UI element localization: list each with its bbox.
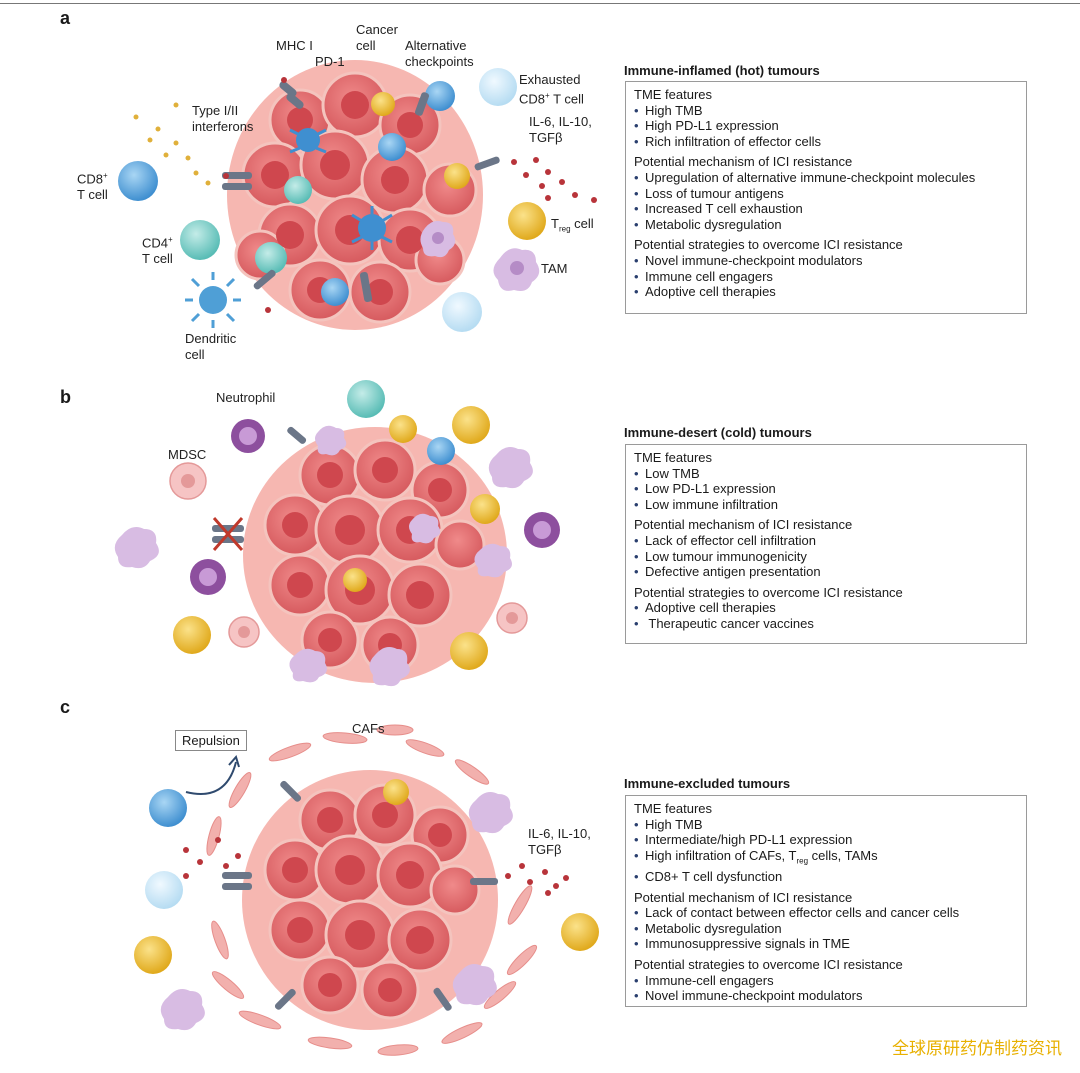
heading-hot: Immune-inflamed (hot) tumours (624, 63, 820, 78)
list-item: Novel immune-checkpoint modulators (634, 253, 1018, 269)
label-cytokines-c: IL-6, IL-10, TGFβ (528, 826, 591, 857)
list-item: High infiltration of CAFs, Treg cells, T… (634, 848, 1018, 869)
label-repulsion: Repulsion (175, 730, 247, 751)
list-item: Therapeutic cancer vaccines (634, 616, 1018, 632)
label-cytokines-a: IL-6, IL-10, TGFβ (529, 114, 592, 145)
label-cd4: CD4+T cell (142, 235, 173, 267)
dendritic-cell (185, 272, 241, 328)
list-item: Adoptive cell therapies (634, 600, 1018, 616)
section-title: Potential mechanism of ICI resistance (634, 154, 853, 170)
top-rule (0, 3, 1080, 4)
list-item: Defective antigen presentation (634, 564, 1018, 580)
list-item: Loss of tumour antigens (634, 186, 1018, 202)
label-mhc1: MHC I (276, 38, 313, 53)
list-item: Immune cell engagers (634, 269, 1018, 285)
label-dendritic: Dendritic cell (185, 331, 237, 362)
list-item: Novel immune-checkpoint modulators (634, 988, 1018, 1004)
label-mdsc: MDSC (168, 447, 207, 462)
list-item: Low TMB (634, 466, 1018, 482)
section-title: TME features (634, 450, 713, 465)
list-item: Immunosuppressive signals in TME (634, 936, 1018, 952)
tumour-mass (243, 427, 507, 683)
list-item: Lack of contact between effector cells a… (634, 905, 1018, 921)
list-item: Metabolic dysregulation (634, 217, 1018, 233)
label-cancer-cell: Cancer cell (356, 22, 398, 53)
panel-letter-c: c (60, 697, 71, 717)
desert-tumour-illustration (114, 380, 560, 687)
label-treg: Treg cell (551, 216, 594, 234)
section-title: Potential strategies to overcome ICI res… (634, 956, 903, 972)
section-title: TME features (634, 801, 713, 816)
section-title: Potential mechanism of ICI resistance (634, 889, 853, 905)
tumour-mass (242, 770, 498, 1030)
list-item: Intermediate/high PD-L1 expression (634, 832, 1018, 848)
panel-letter-b: b (60, 387, 71, 407)
label-tam: TAM (541, 261, 568, 276)
list-item: Metabolic dysregulation (634, 921, 1018, 937)
info-box-excluded: TME features High TMB Intermediate/high … (625, 795, 1027, 1007)
tam-cell (493, 248, 540, 291)
section-title: Potential mechanism of ICI resistance (634, 517, 853, 533)
label-cd8: CD8+T cell (77, 171, 108, 203)
watermark: 全球原研药仿制药资讯 (892, 1039, 1062, 1058)
label-alt-checkpoints: Alternative checkpoints (405, 38, 474, 69)
list-item: Upregulation of alternative immune-check… (634, 170, 1018, 186)
section-title: Potential strategies to overcome ICI res… (634, 584, 903, 600)
tam-cell-2 (420, 220, 456, 258)
heading-excluded: Immune-excluded tumours (624, 776, 791, 791)
list-item: High PD-L1 expression (634, 118, 1018, 134)
inflamed-tumour-illustration (118, 60, 597, 332)
list-item: Low PD-L1 expression (634, 481, 1018, 497)
label-neutrophil: Neutrophil (216, 390, 276, 405)
list-item: Rich infiltration of effector cells (634, 134, 1018, 150)
info-box-hot: TME features High TMB High PD-L1 express… (625, 81, 1027, 314)
excluded-tumour-illustration (134, 724, 599, 1056)
list-item: Low tumour immunogenicity (634, 549, 1018, 565)
info-box-cold: TME features Low TMB Low PD-L1 expressio… (625, 444, 1027, 644)
list-item: Immune-cell engagers (634, 973, 1018, 989)
panel-letter-a: a (60, 8, 71, 28)
heading-cold: Immune-desert (cold) tumours (624, 425, 812, 440)
list-item: Low immune infiltration (634, 497, 1018, 513)
list-item: High TMB (634, 103, 1018, 119)
label-cafs: CAFs (352, 721, 385, 736)
section-title: TME features (634, 87, 713, 102)
label-pd1: PD-1 (315, 54, 345, 69)
list-item: High TMB (634, 817, 1018, 833)
list-item: Lack of effector cell infiltration (634, 533, 1018, 549)
list-item: Adoptive cell therapies (634, 284, 1018, 300)
section-title: Potential strategies to overcome ICI res… (634, 237, 903, 253)
list-item: Increased T cell exhaustion (634, 201, 1018, 217)
label-interferons: Type I/II interferons (192, 103, 254, 134)
list-item: CD8+ T cell dysfunction (634, 869, 1018, 885)
